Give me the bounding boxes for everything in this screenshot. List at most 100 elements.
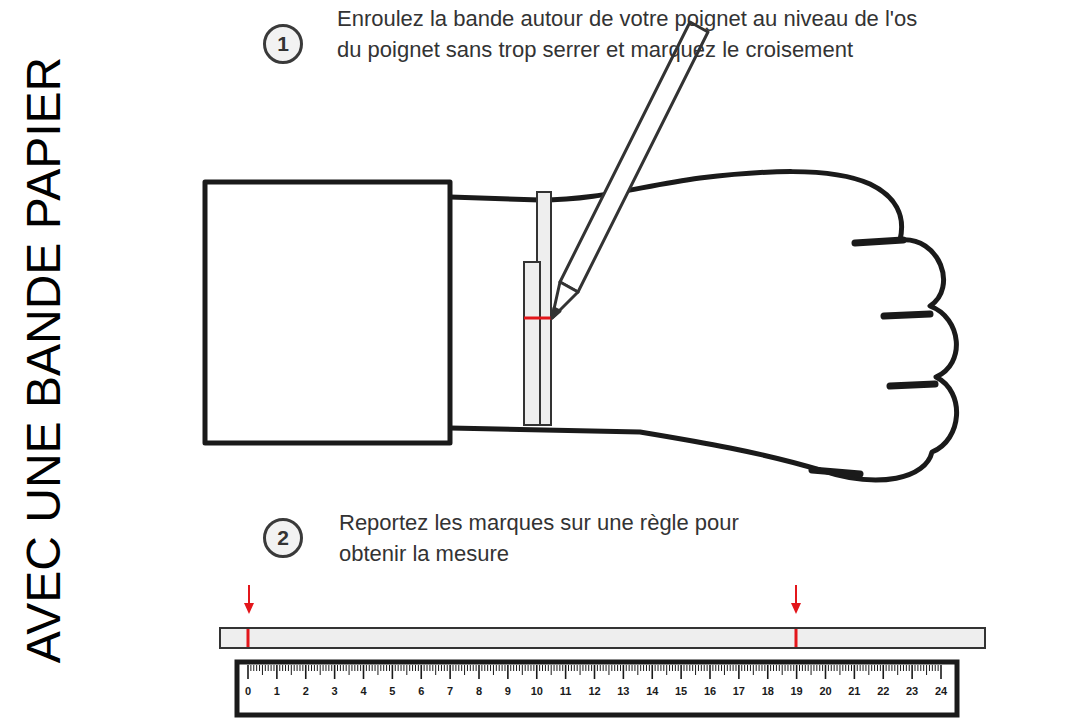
ruler-tick: [377, 665, 378, 675]
ruler-tick: [556, 665, 557, 671]
ruler-tick: [678, 665, 679, 671]
ruler-tick: [643, 665, 644, 671]
ruler-tick: [738, 665, 740, 679]
ruler-tick: [441, 665, 442, 671]
strip-and-arrows: [220, 585, 985, 648]
ruler-tick: [568, 665, 569, 671]
ruler-tick: [727, 665, 728, 671]
ruler-tick: [311, 665, 312, 671]
ruler-tick: [288, 665, 289, 671]
ruler-tick: [412, 665, 413, 671]
ruler-tick: [262, 665, 263, 675]
ruler-tick: [764, 665, 765, 671]
ruler-tick: [591, 665, 592, 671]
ruler-tick: [600, 665, 601, 671]
ruler-tick: [785, 665, 786, 671]
ruler-tick: [767, 665, 769, 679]
ruler-number: 20: [819, 685, 831, 697]
ruler-tick: [929, 665, 930, 671]
ruler-tick: [935, 665, 936, 671]
ruler-tick: [467, 665, 468, 671]
ruler-tick: [651, 665, 653, 679]
ruler-number: 16: [704, 685, 716, 697]
arm-illustration: [205, 172, 957, 480]
ruler-tick: [851, 665, 852, 671]
ruler-tick: [530, 665, 531, 671]
ruler-tick: [680, 665, 682, 679]
ruler-tick: [704, 665, 705, 671]
ruler-tick: [845, 665, 846, 671]
ruler-tick: [476, 665, 477, 671]
ruler-tick: [663, 665, 664, 671]
ruler-tick: [478, 665, 480, 679]
ruler-tick: [253, 665, 254, 671]
ruler-tick: [712, 665, 713, 671]
ruler-tick: [672, 665, 673, 671]
strip-mark: [247, 629, 250, 647]
ruler-number: 5: [389, 685, 395, 697]
ruler-tick: [799, 665, 800, 671]
ruler-tick: [256, 665, 257, 671]
ruler-tick: [926, 665, 927, 675]
ruler-tick: [294, 665, 295, 671]
ruler-tick: [519, 665, 520, 671]
ruler-tick: [761, 665, 762, 671]
ruler-tick: [580, 665, 581, 675]
ruler-tick: [750, 665, 751, 671]
ruler-tick: [444, 665, 445, 671]
ruler-tick: [620, 665, 621, 671]
ruler-tick: [634, 665, 635, 671]
pencil-tip: [552, 282, 578, 318]
ruler-tick: [802, 665, 803, 671]
ruler-tick: [571, 665, 572, 671]
ruler-tick: [453, 665, 454, 671]
ruler-tick: [331, 665, 332, 671]
ruler-tick: [565, 665, 567, 679]
ruler-tick: [582, 665, 583, 671]
ruler-tick: [481, 665, 482, 671]
ruler-number: 8: [476, 685, 482, 697]
ruler-tick: [337, 665, 338, 671]
ruler-tick: [811, 665, 812, 675]
ruler-tick: [882, 665, 884, 679]
ruler-tick: [406, 665, 407, 675]
ruler-number: 21: [848, 685, 860, 697]
ruler-tick: [273, 665, 274, 671]
ruler-tick: [915, 665, 916, 671]
ruler-tick: [484, 665, 485, 671]
ruler-number: 14: [646, 685, 658, 697]
ruler-tick: [323, 665, 324, 671]
callout-circle: 1: [263, 24, 303, 64]
ruler-tick: [380, 665, 381, 671]
ruler-tick: [545, 665, 546, 671]
ruler-tick: [805, 665, 806, 671]
ruler-tick: [940, 665, 942, 679]
ruler-tick: [510, 665, 511, 671]
ruler-tick: [349, 665, 350, 675]
ruler-tick: [536, 665, 538, 679]
ruler-tick: [796, 665, 798, 679]
ruler-tick: [903, 665, 904, 671]
ruler-tick: [291, 665, 292, 675]
ruler-tick: [649, 665, 650, 671]
ruler-tick: [334, 665, 336, 679]
ruler-number: 4: [360, 685, 366, 697]
ruler-tick: [724, 665, 725, 675]
ruler-tick: [632, 665, 633, 671]
finger-lines: [812, 240, 935, 474]
ruler-tick: [487, 665, 488, 671]
ruler-tick: [617, 665, 618, 671]
ruler-tick: [917, 665, 918, 671]
title: AVEC UNE BANDE PAPIER: [20, 57, 68, 663]
ruler-tick: [611, 665, 612, 671]
ruler-tick: [790, 665, 791, 671]
ruler-tick: [461, 665, 462, 671]
ruler-tick: [588, 665, 589, 671]
red-arrow: [248, 585, 250, 605]
ruler-tick: [438, 665, 439, 671]
ruler-tick: [776, 665, 777, 671]
callout-number: 2: [277, 526, 289, 550]
ruler-tick: [733, 665, 734, 671]
ruler-tick: [686, 665, 687, 671]
